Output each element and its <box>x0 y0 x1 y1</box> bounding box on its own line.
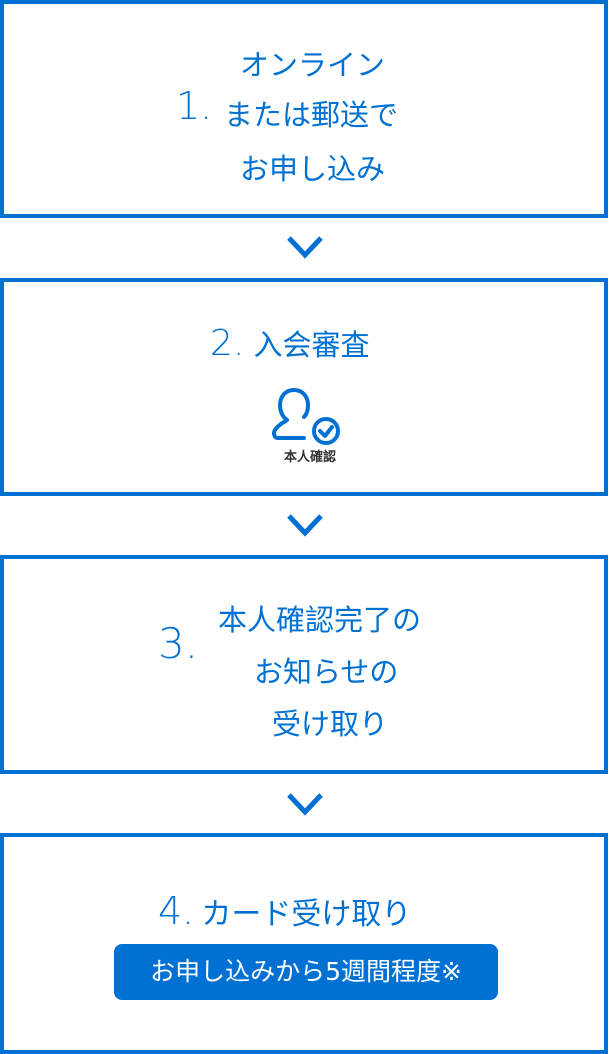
person-check-icon <box>272 388 340 445</box>
step-1-box: オンライン 1. または郵送で お申し込み <box>0 0 608 218</box>
step-1-line-3: お申し込み <box>240 152 386 186</box>
step-4-number: 4. <box>158 889 195 933</box>
step-1-number: 1. <box>176 84 213 128</box>
delivery-time-badge: お申し込みから5週間程度※ <box>114 944 498 1000</box>
step-3-line-2: お知らせの <box>254 655 399 689</box>
step-4-title: カード受け取り <box>201 897 412 932</box>
step-2-heading: 2. 入会審査 <box>210 322 369 364</box>
step-2-number: 2. <box>210 323 245 364</box>
step-3-number: 3. <box>158 619 199 668</box>
step-4-heading: 4. カード受け取り <box>158 889 411 933</box>
step-2-title: 入会審査 <box>253 328 370 362</box>
step-3-box: 3. 本人確認完了の お知らせの 受け取り <box>0 555 608 774</box>
step-1-line-2: または郵送で <box>224 98 399 132</box>
step-3-line-1: 本人確認完了の <box>218 603 422 637</box>
step-2-box: 2. 入会審査 本人確認 <box>0 278 608 496</box>
chevron-down-icon <box>287 514 323 537</box>
step-4-box: 4. カード受け取り お申し込みから5週間程度※ <box>0 833 608 1054</box>
step-3-line-3: 受け取り <box>272 707 389 741</box>
step-1-line-1: オンライン <box>240 48 386 82</box>
identity-check-caption: 本人確認 <box>283 450 336 465</box>
chevron-down-icon <box>287 793 323 816</box>
chevron-down-icon <box>287 236 323 259</box>
